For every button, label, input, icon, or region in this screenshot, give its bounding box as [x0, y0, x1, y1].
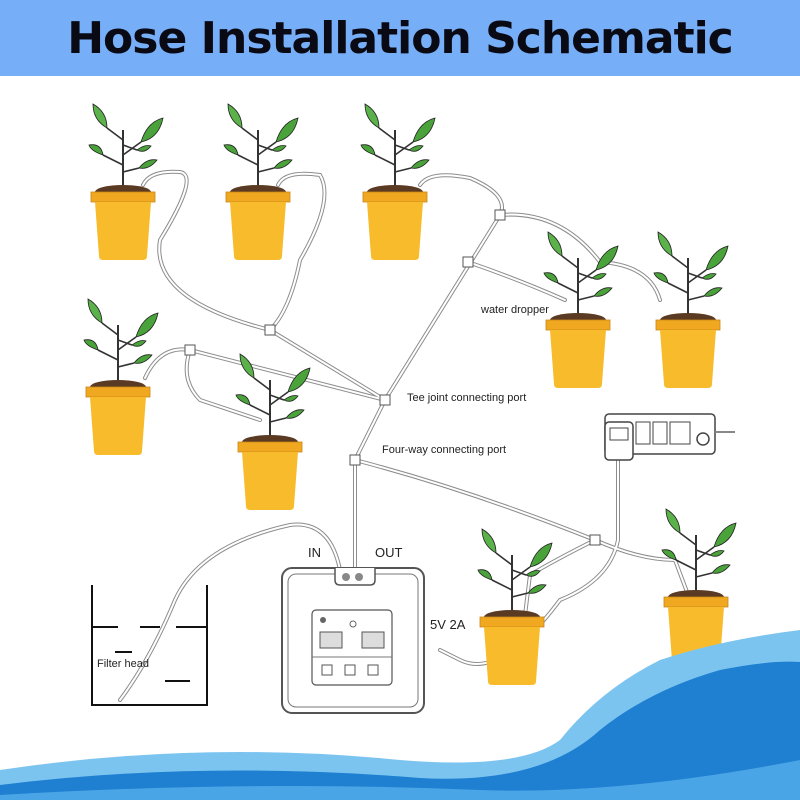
- plant-pot-1: [88, 103, 164, 261]
- power-strip: [604, 413, 735, 461]
- water-tank: [91, 585, 208, 706]
- title-bar: Hose Installation Schematic: [0, 0, 800, 76]
- plant-pot-2: [223, 103, 299, 261]
- plant-pot-5: [653, 231, 729, 389]
- out-label: OUT: [375, 545, 403, 560]
- filter-head-label: Filter head: [97, 658, 149, 670]
- power-label: 5V 2A: [430, 617, 466, 632]
- pump-controller: [281, 567, 425, 714]
- plant-pot-4: [543, 231, 619, 389]
- page-title: Hose Installation Schematic: [67, 12, 734, 64]
- plant-pot-8: [477, 528, 553, 686]
- plant-pot-9: [661, 508, 737, 666]
- wave-decoration: [0, 630, 800, 800]
- four-way-label: Four-way connecting port: [382, 444, 507, 456]
- tee-joint-label: Tee joint connecting port: [407, 392, 527, 404]
- in-label: IN: [308, 545, 321, 560]
- plant-pot-7: [235, 353, 311, 511]
- water-dropper-label: water dropper: [481, 304, 549, 316]
